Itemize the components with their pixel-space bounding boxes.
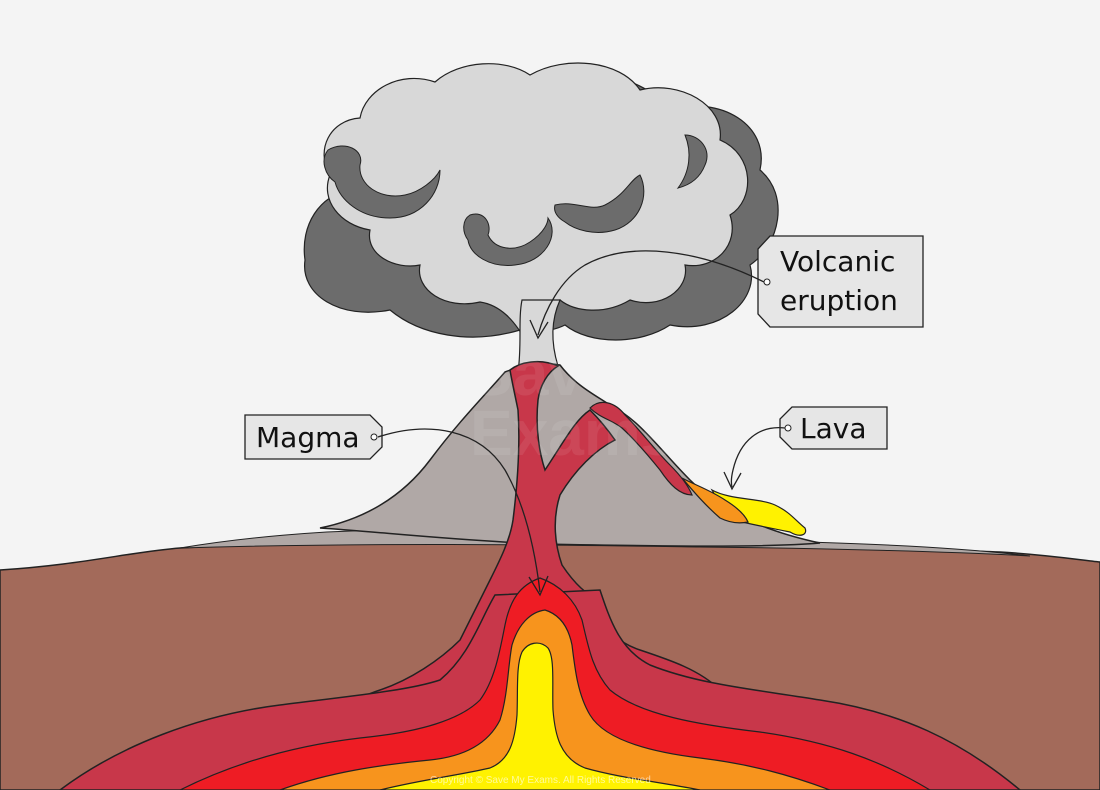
tag-hole-eruption (763, 278, 771, 286)
lava-flow-magma (589, 401, 693, 496)
lava-flow-orange (681, 477, 749, 524)
ash-shadow-left (323, 145, 441, 219)
eruption-arrow (537, 250, 765, 336)
eruption-arrowhead (529, 319, 549, 340)
label-tag-eruption (757, 235, 924, 328)
label-tag-magma (244, 414, 383, 460)
tag-hole-lava (784, 424, 792, 432)
label-magma: Magma (244, 414, 383, 460)
tag-hole-magma (370, 433, 378, 441)
ash-cloud-light (323, 62, 749, 351)
watermark-line1: Save My (470, 337, 727, 409)
eruption-label-line1: Volcanic (780, 245, 895, 278)
copyright-text: Copyright © Save My Exams. All Rights Re… (430, 775, 651, 786)
watermark-line2: Exams (470, 397, 676, 469)
ash-shadow-far-right (676, 134, 708, 189)
ash-shadow-right (554, 174, 645, 233)
label-lava: Lava (779, 406, 888, 450)
magma-arrowhead (528, 575, 549, 597)
magma-arrow (377, 428, 541, 593)
ash-shadow-center (463, 213, 553, 266)
yellow-core (379, 642, 701, 790)
lava-label: Lava (800, 412, 867, 445)
magma-label: Magma (256, 421, 360, 454)
orange-layer (279, 609, 831, 790)
lava-arrow (730, 427, 786, 488)
label-volcanic-eruption: Volcanic eruption (757, 235, 924, 328)
lava-arrowhead (723, 471, 742, 491)
eruption-label-line2: eruption (780, 284, 898, 317)
label-tag-lava (779, 406, 888, 450)
